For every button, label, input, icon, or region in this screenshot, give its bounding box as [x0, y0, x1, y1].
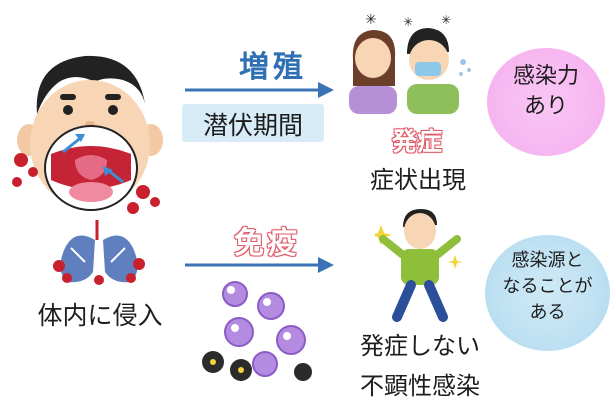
healthy-person-icon: [375, 209, 463, 322]
immune-cells-icon: [202, 281, 312, 381]
inapparent-infection-label: 不顕性感染: [360, 372, 480, 400]
incubation-box: [182, 104, 324, 142]
open-mouth-face-icon: [12, 55, 163, 214]
immunity-label: 免疫: [234, 226, 300, 261]
svg-text:✳: ✳: [441, 13, 451, 27]
arrow-upper: [185, 82, 334, 98]
symptoms-label: 症状出現: [370, 166, 466, 194]
onset-label: 発症: [391, 127, 442, 156]
svg-text:✳: ✳: [365, 12, 377, 28]
virus-icon: [202, 351, 312, 381]
svg-text:✳: ✳: [403, 15, 413, 29]
infection-source-bubble-text: 感染源と なることが ある: [485, 248, 610, 326]
infectious-line-1: 感染力: [512, 64, 579, 89]
arrow-lower: [185, 257, 334, 273]
invasion-label: 体内に侵入: [37, 301, 163, 330]
infectious-bubble-text: 感染力 あり: [487, 62, 605, 122]
lungs-icon: [53, 220, 145, 285]
source-line-2: なることが: [502, 276, 593, 297]
infectious-bubble: [487, 48, 605, 156]
no-onset-label: 発症しない: [360, 332, 480, 360]
proliferation-label: 増殖: [239, 50, 307, 85]
incubation-label: 潜伏期間: [202, 111, 303, 140]
infectious-line-2: あり: [523, 94, 568, 119]
infection-source-bubble: [485, 235, 610, 351]
source-line-1: 感染源と: [511, 250, 584, 271]
source-line-3: ある: [529, 302, 566, 323]
sick-people-icon: ✳ ✳ ✳: [349, 12, 471, 114]
